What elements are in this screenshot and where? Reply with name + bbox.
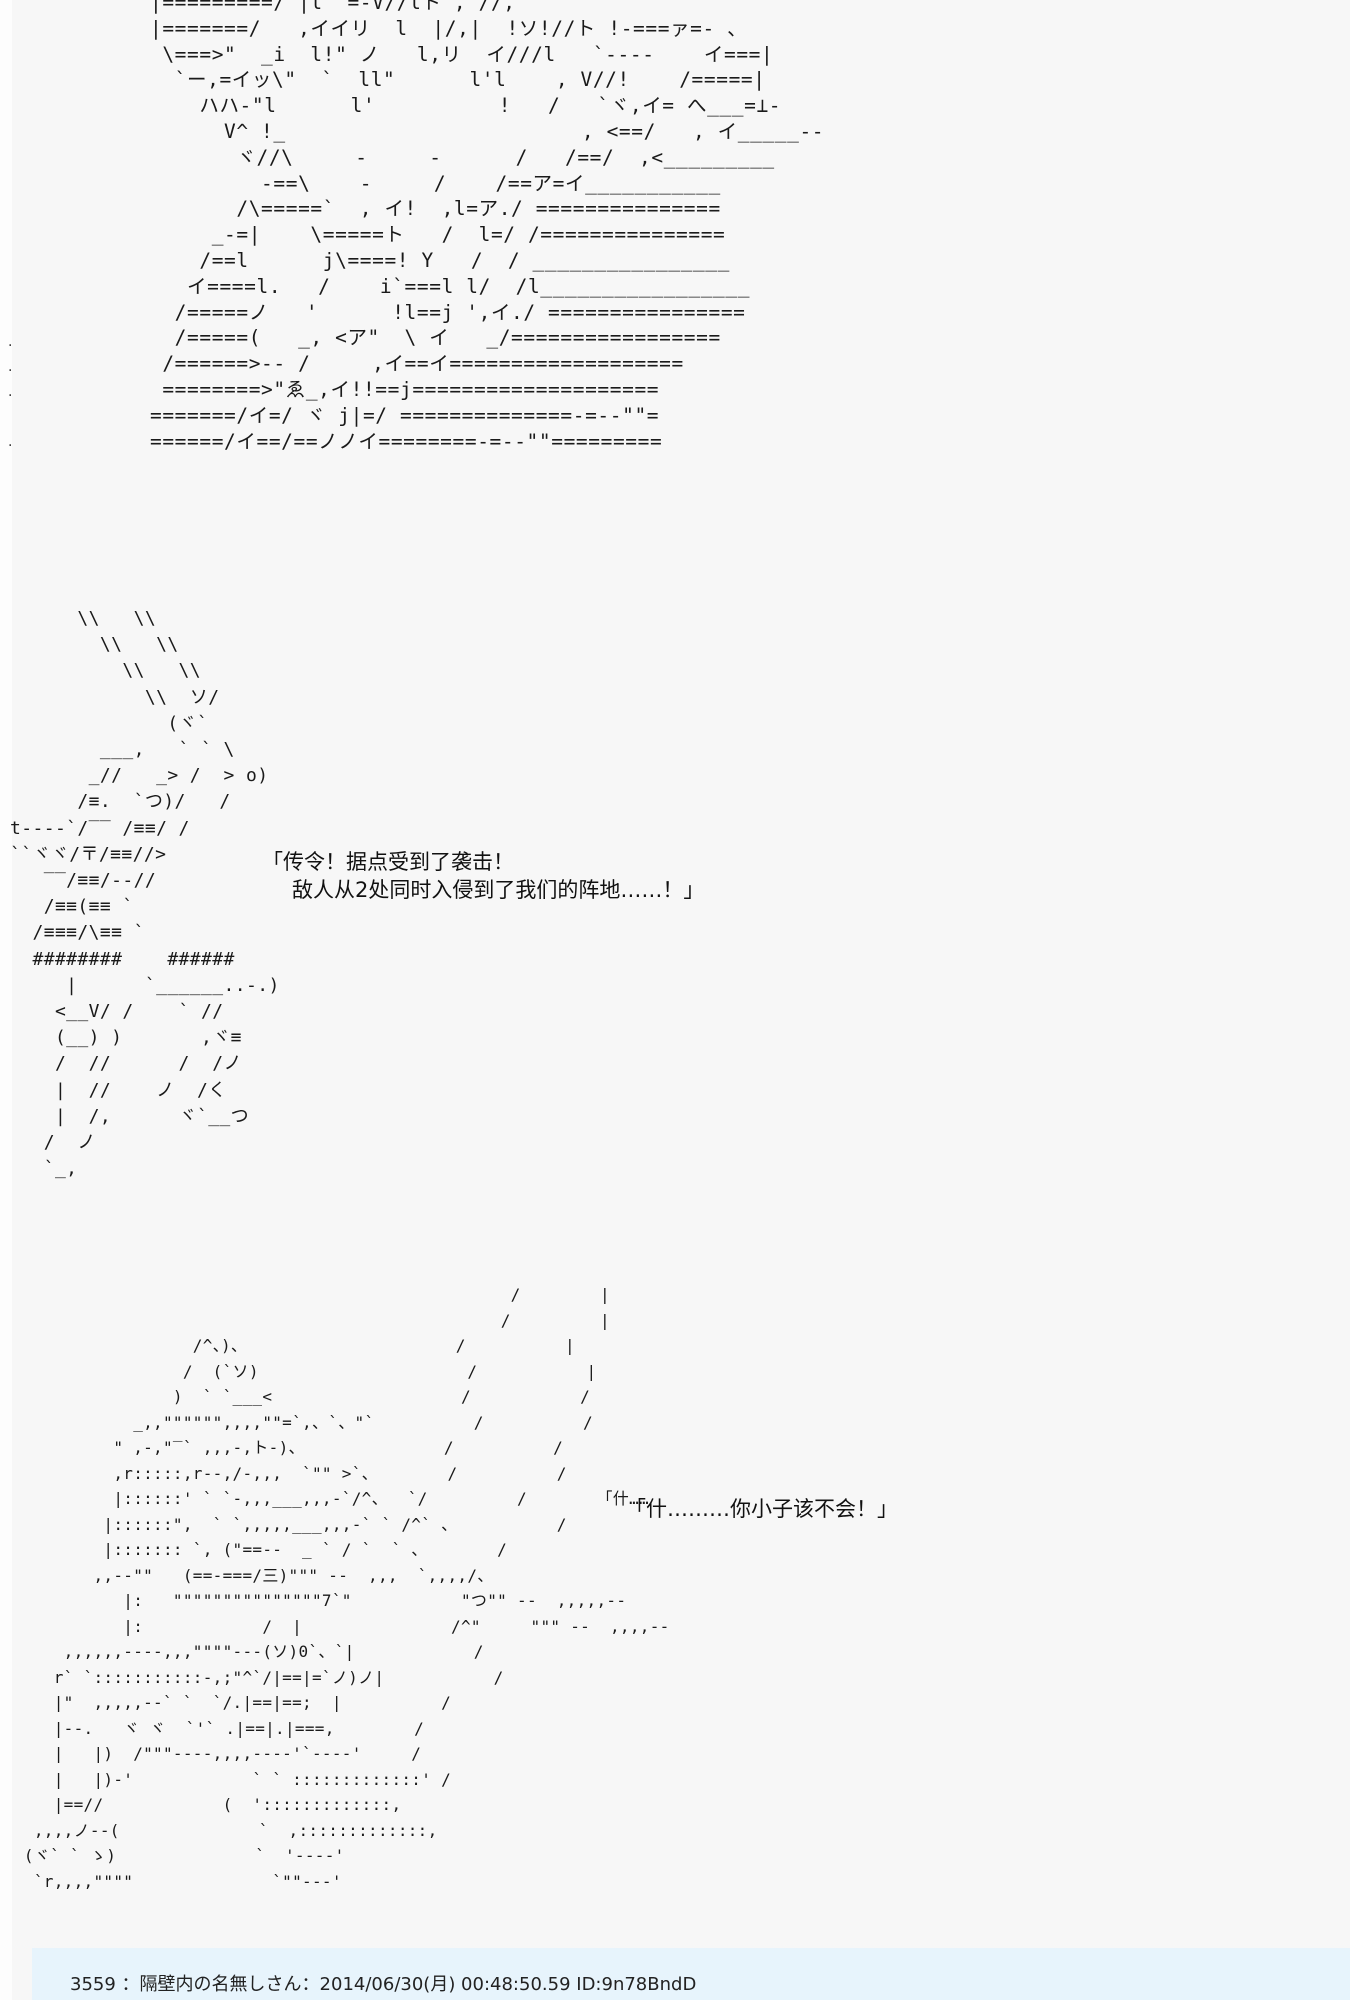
ascii-art-line: _-=| \=====ト / l=/ /=============== <box>150 223 726 247</box>
dialogue-messenger-line-2: 敌人从2处同时入侵到了我们的阵地……！」 <box>292 878 705 902</box>
ascii-art-line: ) ` `___< / / <box>14 1387 591 1406</box>
ascii-art-line: |=========/ |l =-V//lト ,'//,' <box>150 0 528 14</box>
ascii-art-line: /≡≡≡/\≡≡ ` <box>10 922 145 944</box>
ascii-art-line: <__V/ / ` // <box>10 1001 224 1023</box>
ascii-art-line: | |) /"""----,,,,----'`----' / <box>14 1744 422 1763</box>
ascii-art-line: |::::::: `, ("==-- _ ` / ` ` 、 / <box>14 1540 508 1559</box>
ascii-art-line: `r,,,,"""" `""---' <box>14 1871 342 1891</box>
ascii-art-kneeling-warrior: / | / | /^、)、 / | / (`ソ) / | <box>14 1282 670 1894</box>
ascii-art-line: /=====ノ ' !l==j ',イ./ ================ <box>150 300 746 324</box>
ascii-art-line: ``ヾヾ/〒/≡≡//> <box>10 843 167 865</box>
poster-name: ：隔壁内の名無しさん <box>121 1974 302 1995</box>
post-number[interactable]: 3559 <box>70 1974 116 1995</box>
ascii-art-line: |==// ( ':::::::::::::, <box>14 1795 402 1814</box>
ascii-art-line: ‾‾/≡≡/--// <box>10 870 157 892</box>
ascii-art-line: =======/イ=/ ヾ j|=/ ==============-=--""= <box>150 403 660 427</box>
ascii-art-line: t----`/‾‾ /≡≡/ / <box>10 817 190 839</box>
ascii-art-line: ハハ-"l l' ! / `ヾ,イ= へ___=⊥- <box>150 94 782 118</box>
ascii-art-messenger-soldier: \\ \\ \\ \\ \\ \\ \\ ソ/ (ヾ` ___, ` ` \ _… <box>10 606 280 1182</box>
ascii-art-line: ___, ` ` \ <box>10 739 235 761</box>
ascii-art-line: |" ,,,,,--` ` `/.|==|==; | / <box>14 1693 452 1712</box>
post-date: ：2014/06/30(月) 00:48:50.59 <box>301 1974 571 1995</box>
ascii-art-line: / (`ソ) / | <box>14 1361 597 1381</box>
ascii-art-line: /======>-- / ,イ==イ=================== <box>150 352 684 376</box>
ascii-art-line: /≡≡(≡≡ ` <box>10 896 134 918</box>
ascii-art-armored-figure: |=========/ |l =-V//lト ,'//,' |=======/ ,… <box>150 0 824 454</box>
ascii-art-line: ,,,,,,----,,,""""---(ソ)0`、`| / <box>14 1642 484 1661</box>
ascii-art-line: \\ \\ <box>10 608 157 629</box>
ascii-art-line: `_, <box>10 1158 78 1180</box>
ascii-art-line: イ====l. / i`===l l/ /l_________________ <box>150 274 751 298</box>
ascii-art-line: | /, ヾ`__つ <box>10 1105 250 1127</box>
post-header: 3559 ：隔壁内の名無しさん：2014/06/30(月) 00:48:50.5… <box>70 1970 696 1996</box>
ascii-art-line: _,,"""""",,,,""=`,、`、"` / / <box>14 1412 593 1432</box>
ascii-art-line: |::::::", ` `,,,,,___,,,-` ` /^` 、 / <box>14 1514 567 1534</box>
dialogue-messenger-line-1: 「传令！据点受到了袭击！ <box>262 850 514 874</box>
ascii-art-line: `ー,=イッ\" ` ll" l'l , V//! /=====| <box>150 68 766 92</box>
ascii-art-line: /==l j\====! Y / / ________________ <box>150 248 730 272</box>
page-gutter <box>0 0 12 2000</box>
ascii-art-line: (__) ) ,ヾ≡ <box>10 1027 242 1049</box>
ascii-art-line: \===>" _i l!" ノ l,リ イ///l `---- イ===| <box>150 42 774 66</box>
ascii-art-line: |: """""""""""""""7`" "つ"" -- ,,,,,-- <box>14 1591 627 1610</box>
poster-id[interactable]: ID:9n78BndD <box>576 1974 697 1995</box>
ascii-art-line: / // / /ノ <box>10 1053 242 1075</box>
ascii-art-line: ,,,,ノ--( ` ,:::::::::::::, <box>14 1820 438 1840</box>
ascii-art-line: (ヾ` ` ゝ) ` '----' <box>14 1846 345 1865</box>
ascii-art-line: \\ ソ/ <box>10 686 220 708</box>
ascii-art-line: _// _> / > o) <box>10 765 269 787</box>
ascii-art-line: |: / | /^" """ -- ,,,,-- <box>14 1616 670 1636</box>
ascii-art-line: r` `:::::::::::-,;"^`/|==|=`ノ)ノ| / <box>14 1667 504 1687</box>
ascii-art-line: /\=====` , イ! ,l=ア./ =============== <box>150 197 721 221</box>
ascii-art-line: \\ \\ <box>10 634 179 656</box>
ascii-art-line: |=======/ ,イイリ l |/,| !ソ!//ト !-===ァ=- 、 <box>150 16 748 40</box>
dialogue-response: 「什………你小子该不会！」 <box>625 1497 898 1521</box>
ascii-art-line: ========>"ゑ_,イ!!==j==================== <box>150 377 660 401</box>
stray-marks: . . . . <box>8 334 13 450</box>
ascii-art-line: ,r:::::,r--,/-,,, `"" >`、 / / <box>14 1463 567 1483</box>
ascii-art-line: | `______..-.) <box>10 974 280 996</box>
ascii-art-line: V^ !_ , <==/ , イ_____-- <box>150 119 825 143</box>
ascii-art-line: /^、)、 / | <box>14 1336 575 1355</box>
ascii-art-line: ヾ//\ - - / /==/ ,<_________ <box>150 145 775 169</box>
ascii-art-line: -==\ - / /==ア=イ___________ <box>150 171 721 195</box>
ascii-art-line: ======/イ==/==ノノイ========-=--""========= <box>150 429 663 453</box>
ascii-art-line: /=====( _, <ア" \ イ _/================= <box>150 326 721 350</box>
ascii-art-line: " ,-,"‾` ,,,-,ト-)、 / / <box>14 1438 564 1457</box>
ascii-art-line: /≡. `つ)/ / <box>10 791 231 813</box>
ascii-art-line: |::::::' ` `-,,,___,,,-`/^、 `/ / 「什…… <box>14 1489 649 1508</box>
ascii-art-line: | // ノ /く <box>10 1079 227 1101</box>
ascii-art-line: ######## ###### <box>10 948 235 970</box>
ascii-art-line: / | <box>14 1285 610 1304</box>
ascii-art-line: | |)-' ` ` :::::::::::::' / <box>14 1769 452 1789</box>
post-header-bar: 3559 ：隔壁内の名無しさん：2014/06/30(月) 00:48:50.5… <box>32 1948 1350 2000</box>
ascii-art-line: / | <box>14 1310 610 1330</box>
ascii-art-line: / ノ <box>10 1132 96 1154</box>
ascii-art-line: \\ \\ <box>10 660 202 682</box>
ascii-art-line: (ヾ` <box>10 712 209 734</box>
ascii-art-line: ,,--"" (==-===/三)""" -- ,,, `,,,,/、 <box>14 1565 494 1585</box>
ascii-art-line: |--. ヾ ヾ `'` .|==|.|===, / <box>14 1718 425 1738</box>
